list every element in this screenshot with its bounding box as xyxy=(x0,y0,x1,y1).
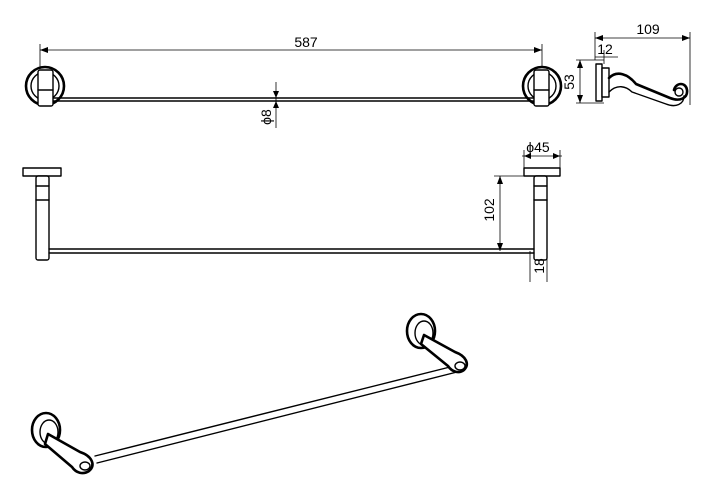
thickness-label: 12 xyxy=(597,41,613,57)
arrowhead xyxy=(497,243,503,251)
bar-height-label: 102 xyxy=(481,198,497,222)
isometric-view xyxy=(30,312,468,475)
arrowhead xyxy=(497,176,503,184)
arrowhead xyxy=(553,153,560,159)
wall-plate-side xyxy=(595,63,603,102)
height-label: 53 xyxy=(561,74,577,90)
left-post-front xyxy=(35,175,50,261)
left-plate-front xyxy=(22,167,62,177)
arm-profile-outer xyxy=(607,72,689,101)
length-label: 587 xyxy=(294,34,318,50)
iso-bar-bottom xyxy=(96,371,458,464)
front-view: ϕ45 102 18 xyxy=(22,139,562,282)
top-view: 587 ϕ8 xyxy=(24,34,563,128)
iso-left-bracket xyxy=(30,411,94,475)
arrowhead xyxy=(577,60,583,68)
offset-label: 18 xyxy=(531,258,547,274)
arrowhead xyxy=(524,153,531,159)
side-view: 109 12 53 xyxy=(561,21,691,107)
arrowhead xyxy=(273,101,279,108)
arm-profile-inner xyxy=(608,86,685,107)
arrowhead xyxy=(595,35,603,41)
arrowhead xyxy=(577,95,583,103)
left-bracket-top xyxy=(24,65,66,107)
right-plate-front xyxy=(523,167,561,177)
arrowhead xyxy=(534,47,542,53)
arrowhead xyxy=(682,35,690,41)
bar-diameter-label: ϕ8 xyxy=(258,109,274,125)
right-post-front xyxy=(533,175,548,261)
right-bracket-top xyxy=(521,65,563,107)
plate-cover-side xyxy=(601,67,610,98)
bar-section xyxy=(674,87,684,97)
iso-bar-top xyxy=(94,365,455,457)
arrowhead xyxy=(40,47,48,53)
plate-diameter-label: ϕ45 xyxy=(526,139,550,155)
arrowhead xyxy=(273,91,279,98)
iso-right-bracket xyxy=(405,312,468,374)
depth-label: 109 xyxy=(636,21,660,37)
